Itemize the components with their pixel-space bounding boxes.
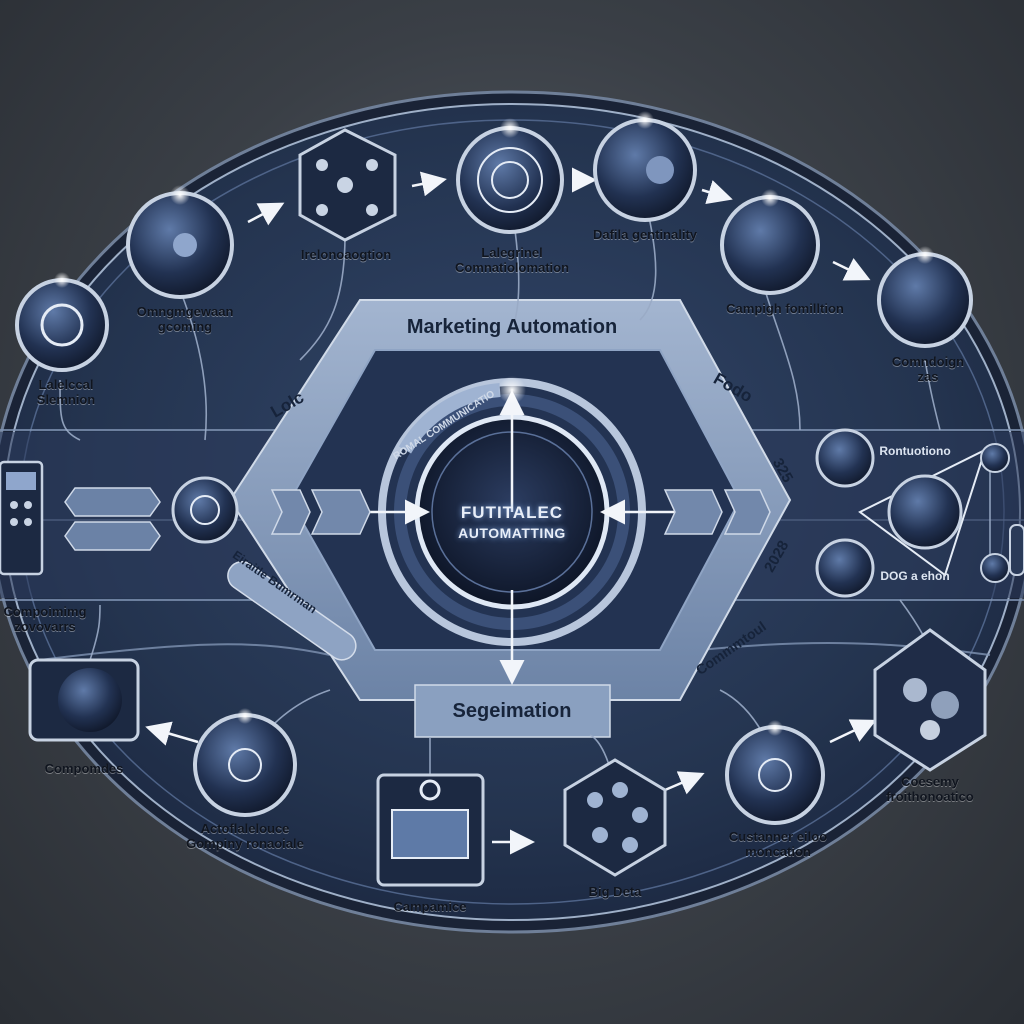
left-target-node [171,476,239,544]
core-label: FUTITALEC AUTOMATTING [458,503,566,541]
node-label-n12: Big Deta [588,884,642,899]
node-n10 [873,628,987,772]
node-n12 [563,758,667,877]
node-n2 [126,191,234,299]
node-label-n3: Irelonoaogtion [300,247,392,262]
bottom-label-plate [414,684,611,738]
node-n11 [725,725,825,825]
node-label-n15: Compomdes [44,761,124,776]
right-chevrons [663,489,771,535]
node-label-n9: DOG a ehon [880,569,950,583]
node-n14 [193,713,297,817]
lower-left-tab [227,561,357,661]
node-label-n1: Lalelccal Slemnion [36,377,96,407]
bottom-label: Segeimation [452,700,572,722]
node-label-n11: Custanner eiloo moncation [728,829,828,859]
node-n15 [28,658,140,742]
core-line-2: AUTOMATTING [458,525,566,541]
node-n13 [376,773,485,887]
node-label-n4: Lalegrinel Comnatiolomation [454,245,570,275]
left-hex-blocks [64,487,161,551]
flow-arrows [145,167,877,855]
node-n1 [15,278,109,372]
right-edge-nodes [980,443,1024,583]
node-label-n5: Dafila gentinality [592,227,698,242]
node-n4 [456,126,564,234]
node-label-n7: Comndoign zas [891,354,965,384]
node-n7 [877,252,973,348]
node-n3 [298,128,397,242]
core-line-1: FUTITALEC [460,503,564,522]
node-n5 [593,118,697,222]
node-right-hub [858,448,987,577]
node-label-n8: Rontuotiono [879,444,951,458]
node-label-n2: Omngmgewaan gcoming [136,304,234,334]
node-label-n16: Compoimimg zovovarrs [3,604,87,634]
band-title: Marketing Automation [406,316,618,338]
node-n9 [815,538,875,598]
node-n6 [720,195,820,295]
left-chevrons [270,489,371,535]
core-arc [398,383,501,454]
node-label-n14: Actoflalelouce Gompiny ronaoiale [186,821,304,851]
node-label-n10: Coesemy froithonoatico [886,774,974,804]
left-device [0,460,44,576]
node-n8 [815,428,875,488]
sparkles [54,111,934,736]
node-label-n6: Campigh fomilltion [726,301,844,316]
node-label-n13: Campamice [393,899,467,914]
